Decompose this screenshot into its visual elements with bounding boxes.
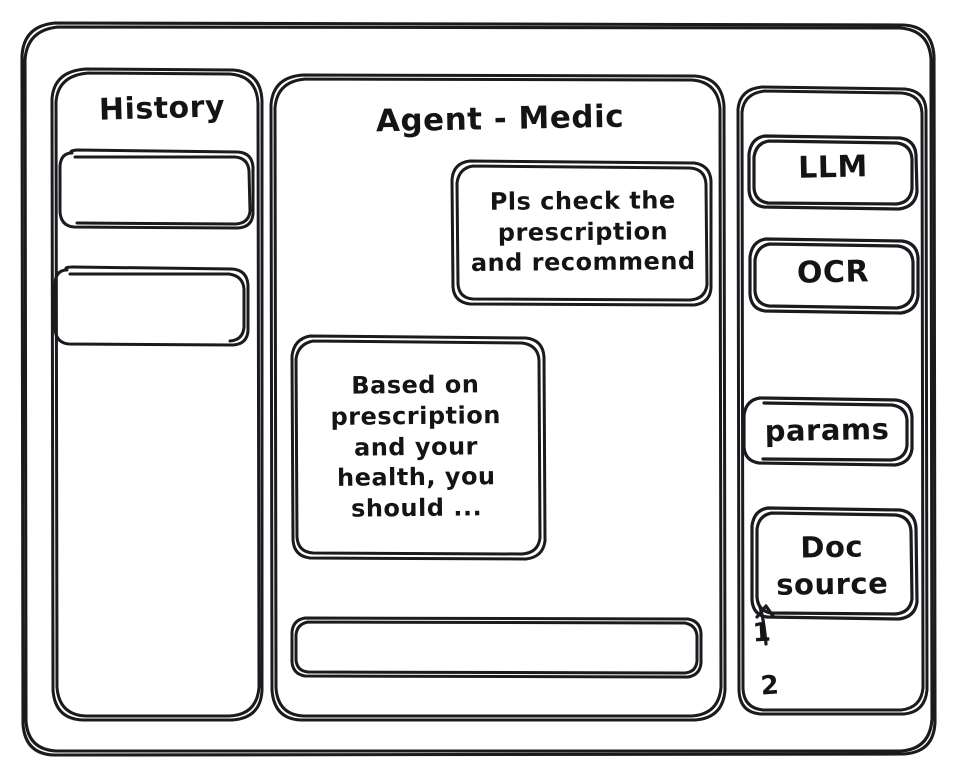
history-item-2[interactable] xyxy=(54,266,250,344)
agent-message-text: Based on prescription and your health, y… xyxy=(330,370,501,523)
tool-params-button[interactable] xyxy=(744,398,912,465)
user-message-text: Pls check the prescription and recommend xyxy=(470,186,696,278)
doc-source-entry-2[interactable]: 2 xyxy=(759,670,781,702)
doc-source-entry-1[interactable]: 1 xyxy=(751,617,773,649)
tool-ocr-button[interactable] xyxy=(750,239,918,313)
history-item-1[interactable] xyxy=(60,150,256,228)
composer-input[interactable] xyxy=(292,616,700,678)
agent-panel-title: Agent - Medic xyxy=(375,98,625,140)
tool-llm-button[interactable] xyxy=(749,136,917,209)
doc-source-button[interactable] xyxy=(752,508,917,619)
history-panel-title: History xyxy=(98,89,226,128)
